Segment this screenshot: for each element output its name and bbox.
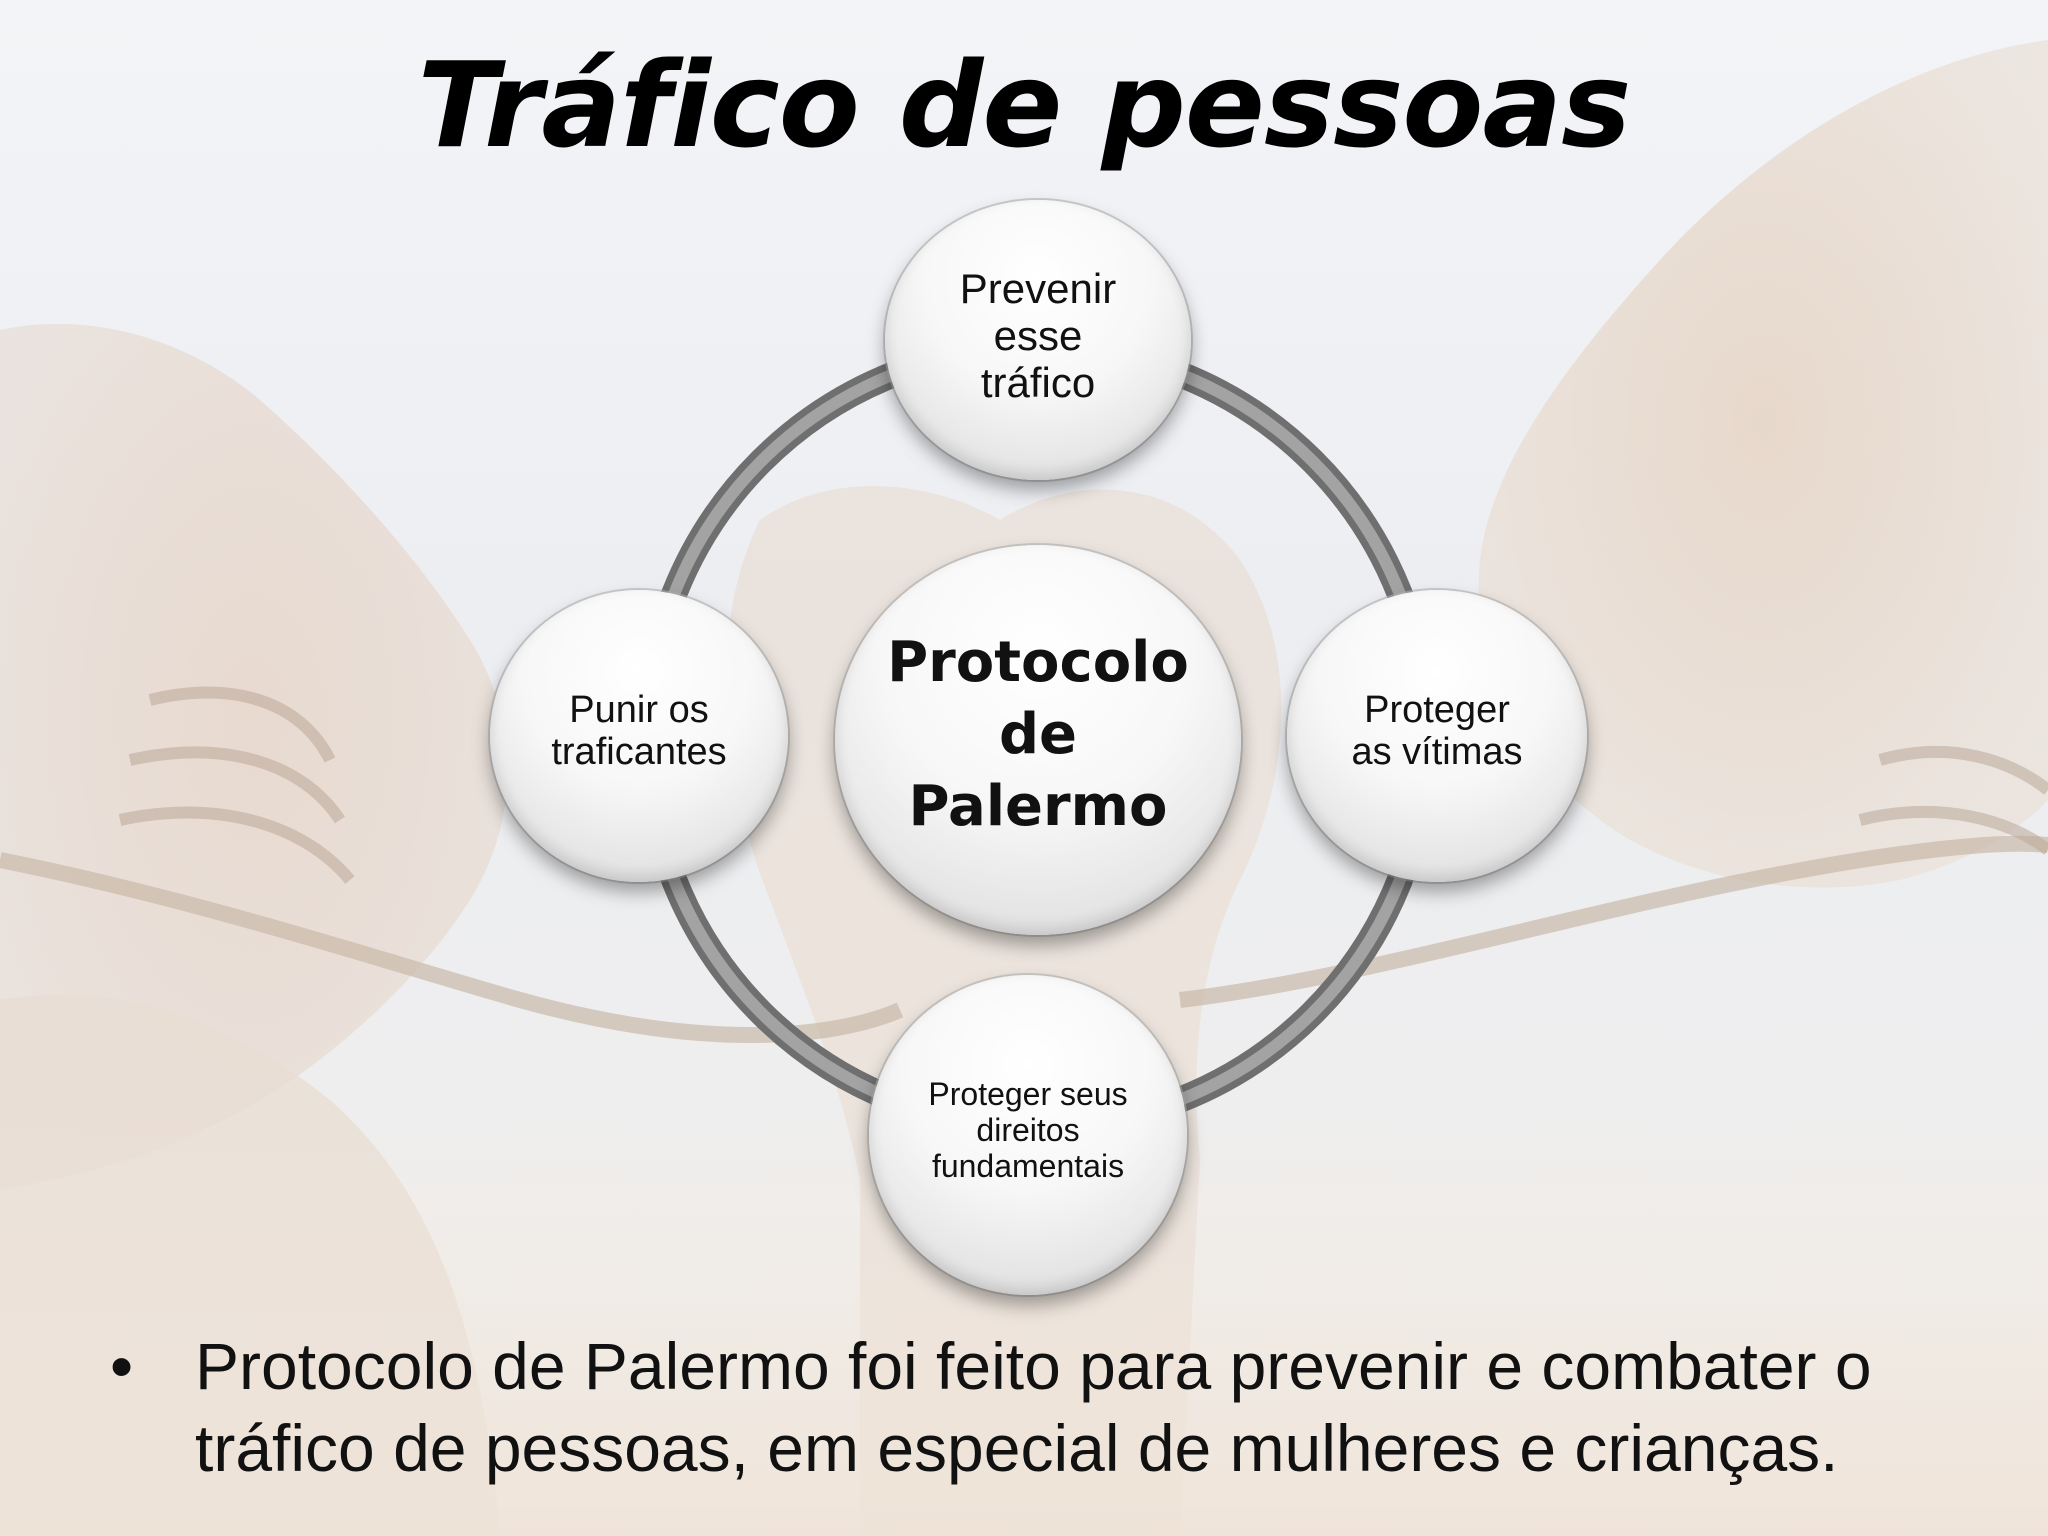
rope-coil-right — [1858, 745, 2048, 855]
bullet-marker: • — [110, 1329, 134, 1403]
node-center-protocol: Protocolo de Palermo — [835, 545, 1241, 935]
rope-coil-left — [118, 686, 355, 884]
node-protect-rights-label: Proteger seus direitos fundamentais — [928, 1076, 1128, 1184]
node-protect-victims: Proteger as vítimas — [1287, 590, 1587, 882]
node-punish-label: Punir os traficantes — [551, 689, 727, 773]
bullet-text: Protocolo de Palermo foi feito para prev… — [195, 1329, 1872, 1485]
node-prevent-trafficking: Prevenir esse tráfico — [885, 200, 1191, 480]
slide-title: Tráfico de pessoas — [417, 36, 1632, 174]
node-protect-rights: Proteger seus direitos fundamentais — [869, 975, 1187, 1295]
node-punish-traffickers: Punir os traficantes — [490, 590, 788, 882]
node-center-label: Protocolo de Palermo — [887, 630, 1189, 839]
rope-right — [1179, 835, 2048, 1008]
node-prevent-label: Prevenir esse tráfico — [959, 264, 1117, 406]
rope-left — [0, 852, 904, 1043]
right-fist-shape — [1478, 40, 2048, 888]
node-protect-victims-label: Proteger as vítimas — [1351, 689, 1523, 773]
